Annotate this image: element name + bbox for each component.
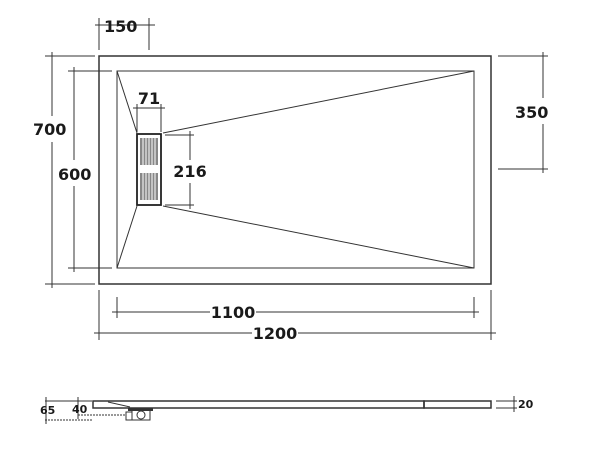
dimension-600 bbox=[68, 67, 112, 272]
tray-outline bbox=[98, 55, 492, 285]
dimension-20 bbox=[496, 396, 517, 412]
tray-inner-outline bbox=[116, 70, 475, 269]
dimension-1100 bbox=[112, 297, 479, 318]
dimension-71-label: 71 bbox=[138, 89, 160, 108]
dimension-700-label: 700 bbox=[33, 120, 66, 139]
dimension-350 bbox=[498, 52, 548, 173]
dimension-71 bbox=[133, 104, 165, 132]
dimension-1100-label: 1100 bbox=[211, 303, 256, 322]
dimension-40 bbox=[77, 397, 126, 419]
dimension-700 bbox=[45, 52, 95, 288]
dimension-216-label: 216 bbox=[173, 162, 206, 181]
dimension-150 bbox=[95, 18, 155, 50]
drain-outlet bbox=[125, 411, 133, 421]
side-view: 65 40 20 bbox=[40, 396, 534, 424]
tray-profile bbox=[92, 400, 425, 409]
slope-lines bbox=[116, 70, 475, 269]
dimension-20-label: 20 bbox=[518, 398, 534, 411]
dimension-216 bbox=[165, 131, 194, 209]
dimension-65-label: 65 bbox=[40, 404, 55, 417]
dimension-350-label: 350 bbox=[515, 103, 548, 122]
drain-grate bbox=[136, 133, 162, 206]
dimension-1200-label: 1200 bbox=[253, 324, 298, 343]
plan-view: 150 700 600 350 1100 1200 bbox=[33, 17, 548, 343]
dimension-1200 bbox=[94, 290, 496, 340]
dimension-600-label: 600 bbox=[58, 165, 91, 184]
dimension-40-label: 40 bbox=[72, 403, 88, 416]
dimension-150-label: 150 bbox=[104, 17, 137, 36]
